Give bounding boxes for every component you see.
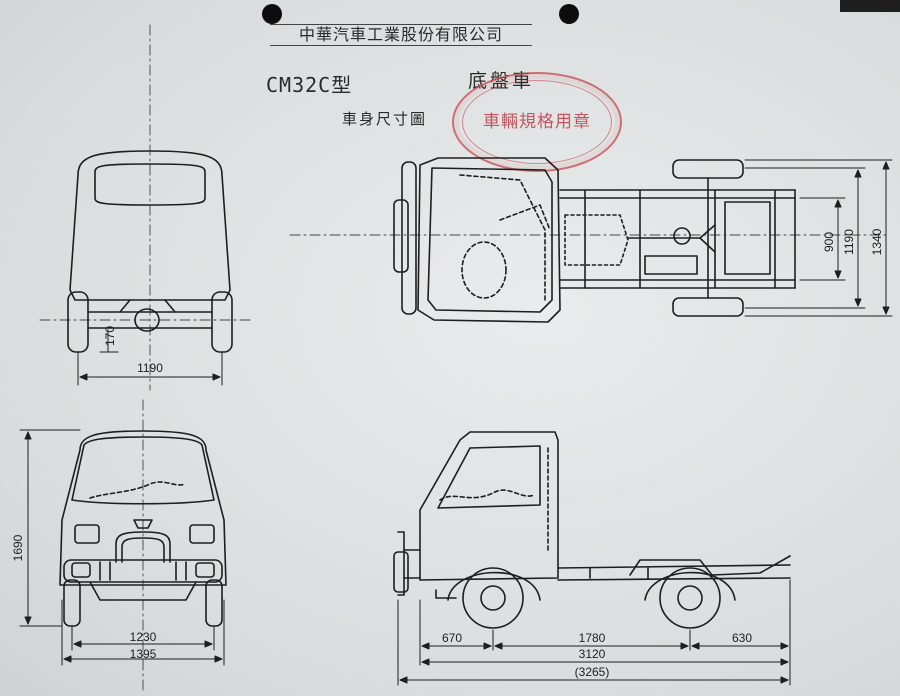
overall-top-width-dim: 1340 [870, 228, 884, 255]
tread-top-dim: 1190 [842, 229, 856, 255]
side-dimensions [397, 579, 791, 686]
centre-lines [39, 24, 891, 691]
chassis-length-dim: 3120 [579, 647, 606, 661]
ground-clearance-dim: 170 [103, 326, 117, 346]
drawing-title: 車身尺寸圖 [342, 110, 428, 128]
top-view [393, 157, 796, 323]
overall-width-dim: 1395 [130, 647, 157, 661]
model-label: CM32C型 [266, 73, 353, 97]
rear-dimensions [77, 351, 223, 386]
front-view [59, 430, 227, 627]
front-track-dim: 1230 [130, 630, 157, 644]
front-dimensions [19, 429, 225, 666]
overall-height-dim: 1690 [11, 534, 25, 561]
side-view [393, 431, 791, 629]
seal-text: 車輛規格用章 [483, 112, 591, 132]
rear-track-dim: 1190 [137, 361, 163, 375]
overall-length-dim: (3265) [575, 665, 610, 679]
approval-seal: 車輛規格用章 [452, 72, 622, 172]
punch-hole-right [559, 4, 579, 24]
top-dimensions [744, 159, 893, 317]
scan-edge-band [840, 0, 900, 12]
punch-hole-left [262, 4, 282, 24]
wheelbase-dim: 1780 [579, 631, 606, 645]
company-name: 中華汽車工業股份有限公司 [270, 24, 532, 46]
front-overhang-dim: 670 [442, 631, 462, 645]
rear-overhang-dim: 630 [732, 631, 752, 645]
seal-inner-ring [462, 80, 612, 164]
frame-width-dim: 900 [822, 232, 836, 252]
